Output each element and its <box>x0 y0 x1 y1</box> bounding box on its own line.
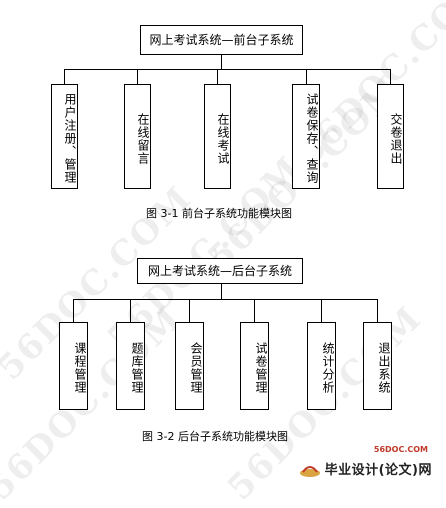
module-exit-system: 退出系统 <box>363 322 392 410</box>
connector <box>377 299 378 322</box>
watermark: 56DOC.COM <box>0 298 191 508</box>
connector <box>64 69 65 84</box>
module-user-register: 用户注册、管理 <box>51 84 78 189</box>
module-member-manage: 会员管理 <box>175 322 204 410</box>
logo-text: 毕业设计(论文)网 <box>324 463 432 478</box>
connector <box>221 284 222 299</box>
connector <box>306 69 307 84</box>
figure-caption-2: 图 3-2 后台子系统功能模块图 <box>142 430 288 443</box>
module-paper-manage: 试卷管理 <box>240 322 269 410</box>
connector <box>217 69 218 84</box>
site-logo: 毕业设计(论文)网 <box>299 459 432 478</box>
module-statistics: 统计分析 <box>307 322 336 410</box>
connector <box>73 299 378 300</box>
root-box-front: 网上考试系统—前台子系统 <box>140 25 303 55</box>
figure-caption-1: 图 3-1 前台子系统功能模块图 <box>146 207 292 220</box>
module-online-exam: 在线考试 <box>204 84 231 189</box>
module-online-message: 在线留言 <box>124 84 151 189</box>
connector <box>130 299 131 322</box>
connector <box>390 69 391 84</box>
connector <box>254 299 255 322</box>
connector <box>73 299 74 322</box>
logo-icon <box>299 466 320 477</box>
connector <box>64 69 391 70</box>
logo-small-text: 56DOC.COM <box>373 445 428 454</box>
connector <box>221 55 222 69</box>
connector <box>137 69 138 84</box>
module-submit-exit: 交卷退出 <box>377 84 404 189</box>
connector <box>189 299 190 322</box>
connector <box>321 299 322 322</box>
module-question-bank-manage: 题库管理 <box>116 322 145 410</box>
root-box-back: 网上考试系统—后台子系统 <box>137 258 303 284</box>
module-course-manage: 课程管理 <box>59 322 88 410</box>
module-paper-save-query: 试卷保存、查询 <box>292 84 320 189</box>
